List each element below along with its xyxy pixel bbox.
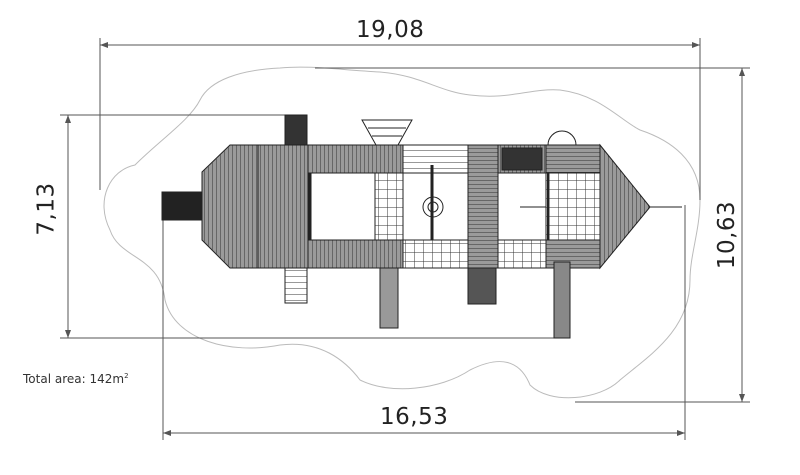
dimension-lines: [60, 38, 750, 440]
crow-net: [545, 172, 601, 241]
top-ladder: [284, 114, 308, 146]
slide-2: [553, 261, 571, 339]
bow: [599, 143, 651, 270]
ladder-bottom: [284, 267, 308, 304]
dimension-structure-width: 7,13: [33, 182, 60, 236]
area-superscript: 2: [124, 372, 129, 380]
climbing-net: [374, 172, 404, 241]
dimension-structure-length: 16,53: [380, 404, 449, 430]
tube-slide: [161, 191, 203, 221]
total-area-text: Total area: 142m: [23, 372, 125, 386]
dimension-arrows: [65, 42, 745, 436]
left-deck: [201, 144, 259, 269]
slide-1: [379, 267, 399, 329]
total-area-label: Total area: 142m2: [23, 372, 129, 386]
dimension-overall-length: 19,08: [356, 17, 425, 43]
dimension-overall-width: 10,63: [714, 200, 741, 270]
safety-zone-outline: [103, 66, 701, 399]
top-frame: [361, 119, 413, 146]
play-structure: [161, 114, 682, 339]
stairs: [467, 267, 497, 305]
